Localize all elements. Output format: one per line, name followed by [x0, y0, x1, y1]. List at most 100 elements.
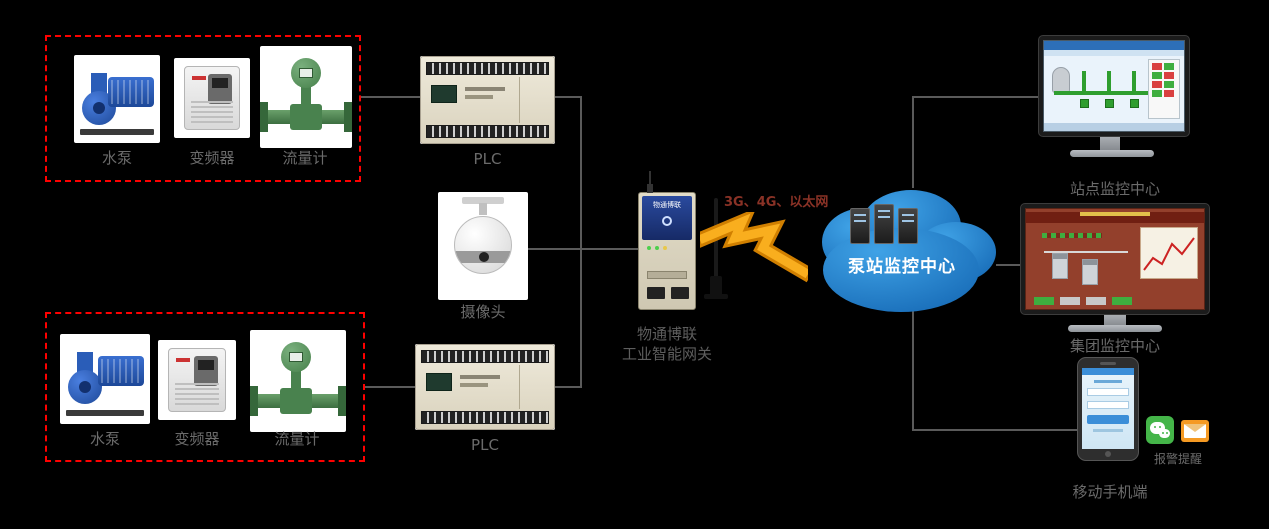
flowmeter-display: [289, 352, 303, 362]
scada-button: [1060, 297, 1080, 305]
plc-module-divider: [519, 77, 520, 123]
flowmeter-body: [290, 104, 322, 130]
gateway-led: [655, 246, 659, 250]
gateway-led: [663, 246, 667, 250]
connector-line: [528, 248, 582, 250]
connector-line: [912, 310, 914, 431]
flowmeter-flange: [344, 102, 352, 132]
server-icon: [874, 204, 894, 244]
connector-line: [912, 96, 914, 188]
plc-label: PLC: [473, 150, 502, 168]
scada-tank: [1052, 253, 1068, 279]
flowmeter-label: 流量计: [282, 149, 328, 167]
pump-base: [80, 129, 154, 135]
scada-pipe: [1107, 71, 1111, 93]
group-monitor-label: 集团监控中心: [1069, 337, 1160, 355]
site-monitor-label: 站点监控中心: [1069, 180, 1160, 198]
pump-inlet: [91, 73, 107, 93]
vfd-image: [174, 58, 250, 138]
cloud-label: 泵站监控中心: [848, 257, 956, 277]
camera-image: [438, 192, 528, 300]
scada-pump-icon: [1080, 99, 1089, 108]
plc-terminal-strip: [426, 62, 549, 75]
scada-button: [1112, 297, 1132, 305]
gateway-antenna-stub-rod: [649, 171, 651, 185]
gateway-device: 物通博联: [638, 171, 696, 310]
phone-speaker: [1100, 362, 1116, 365]
scada-titlebar: [1044, 41, 1184, 50]
connector-line: [996, 264, 1022, 266]
plc-display: [431, 85, 457, 103]
pump-image: [60, 334, 150, 424]
scada-trend-chart: [1140, 227, 1198, 279]
scada-button: [1034, 297, 1054, 305]
plc-label: PLC: [471, 436, 499, 454]
gateway-name-line2: 工业智能网关: [621, 345, 712, 363]
phone-home-button: [1105, 451, 1111, 457]
mobile-label: 移动手机端: [1072, 483, 1148, 501]
connector-line: [361, 96, 420, 98]
plc-text-line: [460, 383, 488, 387]
flowmeter-stem: [301, 86, 311, 108]
scada-title-text: [1080, 212, 1150, 216]
pump-label: 水泵: [89, 430, 120, 448]
monitor-stand-neck: [1104, 315, 1126, 327]
field-group-bottom: [45, 312, 365, 462]
mobile-phone: [1077, 357, 1139, 461]
antenna-foot: [704, 294, 728, 299]
flowmeter-body: [280, 388, 312, 414]
vfd-body: [168, 348, 226, 412]
scada-toolbar: [1044, 50, 1184, 56]
scada-status-panel: [1148, 59, 1180, 119]
connector-line: [555, 96, 582, 98]
scada-button: [1086, 297, 1106, 305]
gateway-name-label: 物通博联 工业智能网关: [592, 324, 742, 364]
connector-line: [912, 96, 1038, 98]
monitor-stand-base: [1068, 325, 1162, 332]
pump-volute: [68, 370, 102, 404]
vfd-label: 变频器: [174, 430, 220, 448]
antenna-base: [710, 276, 722, 296]
scada-statusbar: [1044, 123, 1184, 131]
phone-password-field: [1087, 401, 1129, 409]
camera-label: 摄像头: [460, 303, 506, 321]
alert-label: 报警提醒: [1153, 452, 1202, 466]
connector-line: [580, 96, 582, 388]
scada-pipe: [1044, 251, 1128, 253]
scada-pump-icon: [1130, 99, 1139, 108]
scada-tank: [1082, 259, 1098, 285]
phone-login-button: [1087, 415, 1129, 424]
vfd-led: [192, 76, 206, 80]
vfd-vents: [175, 383, 219, 405]
plc-text-line: [465, 95, 493, 99]
monitor-stand-base: [1070, 150, 1154, 157]
plc-image: [415, 344, 555, 430]
plc-text-line: [460, 375, 500, 379]
plc-display: [426, 373, 452, 391]
flowmeter-display: [299, 68, 313, 78]
pump-motor: [98, 356, 144, 386]
server-icon: [850, 208, 870, 244]
mail-icon: [1181, 420, 1209, 442]
plc-text-line: [465, 87, 505, 91]
scada-pipe: [1054, 91, 1148, 95]
plc-image: [420, 56, 555, 144]
vfd-keypad: [194, 356, 218, 386]
pump-base: [66, 410, 144, 416]
gateway-logo-icon: [662, 216, 672, 226]
connector-line: [912, 429, 1077, 431]
phone-screen: [1082, 368, 1134, 449]
flowmeter-image: [250, 330, 346, 432]
wechat-icon: [1146, 416, 1174, 444]
plc-terminal-strip: [421, 411, 549, 424]
gateway-name-line1: 物通博联: [636, 325, 697, 343]
flowmeter-flange: [338, 386, 346, 416]
pump-label: 水泵: [101, 149, 132, 167]
vfd-keypad: [208, 74, 232, 104]
server-icon: [898, 208, 918, 244]
flowmeter-stem: [291, 370, 301, 392]
flowmeter-image: [260, 46, 352, 148]
gateway-led: [647, 246, 651, 250]
scada-indicator-row: [1042, 233, 1102, 238]
